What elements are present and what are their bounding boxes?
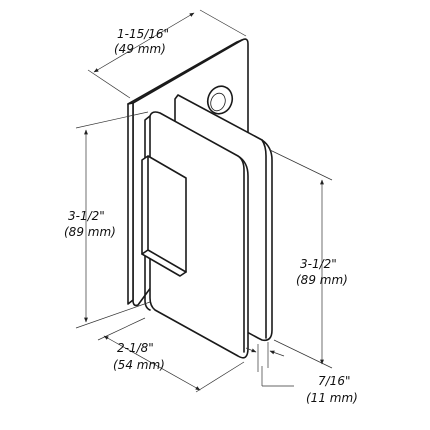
hinge-knuckle [141, 155, 187, 277]
dimension-top-width-imperial: 1-15/16" [117, 27, 169, 41]
dimension-bottom-width: 2-1/8" (54 mm) [97, 317, 245, 393]
dimension-left-height-imperial: 3-1/2" [68, 209, 105, 223]
dimension-left-height: 3-1/2" (89 mm) [64, 111, 151, 329]
dimension-top-width: 1-15/16" (49 mm) [87, 9, 247, 99]
dimension-right-height-metric: (89 mm) [296, 273, 348, 287]
dimension-top-width-metric: (49 mm) [114, 42, 166, 56]
dimension-gap: 7/16" (11 mm) [245, 342, 358, 405]
dimension-bottom-width-metric: (54 mm) [113, 358, 165, 372]
dimension-right-height: 3-1/2" (89 mm) [269, 149, 348, 369]
dimension-gap-metric: (11 mm) [306, 391, 358, 405]
dimension-right-height-imperial: 3-1/2" [300, 257, 337, 271]
mounting-hole-icon [206, 85, 234, 115]
dimension-bottom-width-imperial: 2-1/8" [117, 341, 154, 355]
dimension-gap-imperial: 7/16" [318, 374, 350, 388]
dimension-left-height-metric: (89 mm) [64, 225, 116, 239]
